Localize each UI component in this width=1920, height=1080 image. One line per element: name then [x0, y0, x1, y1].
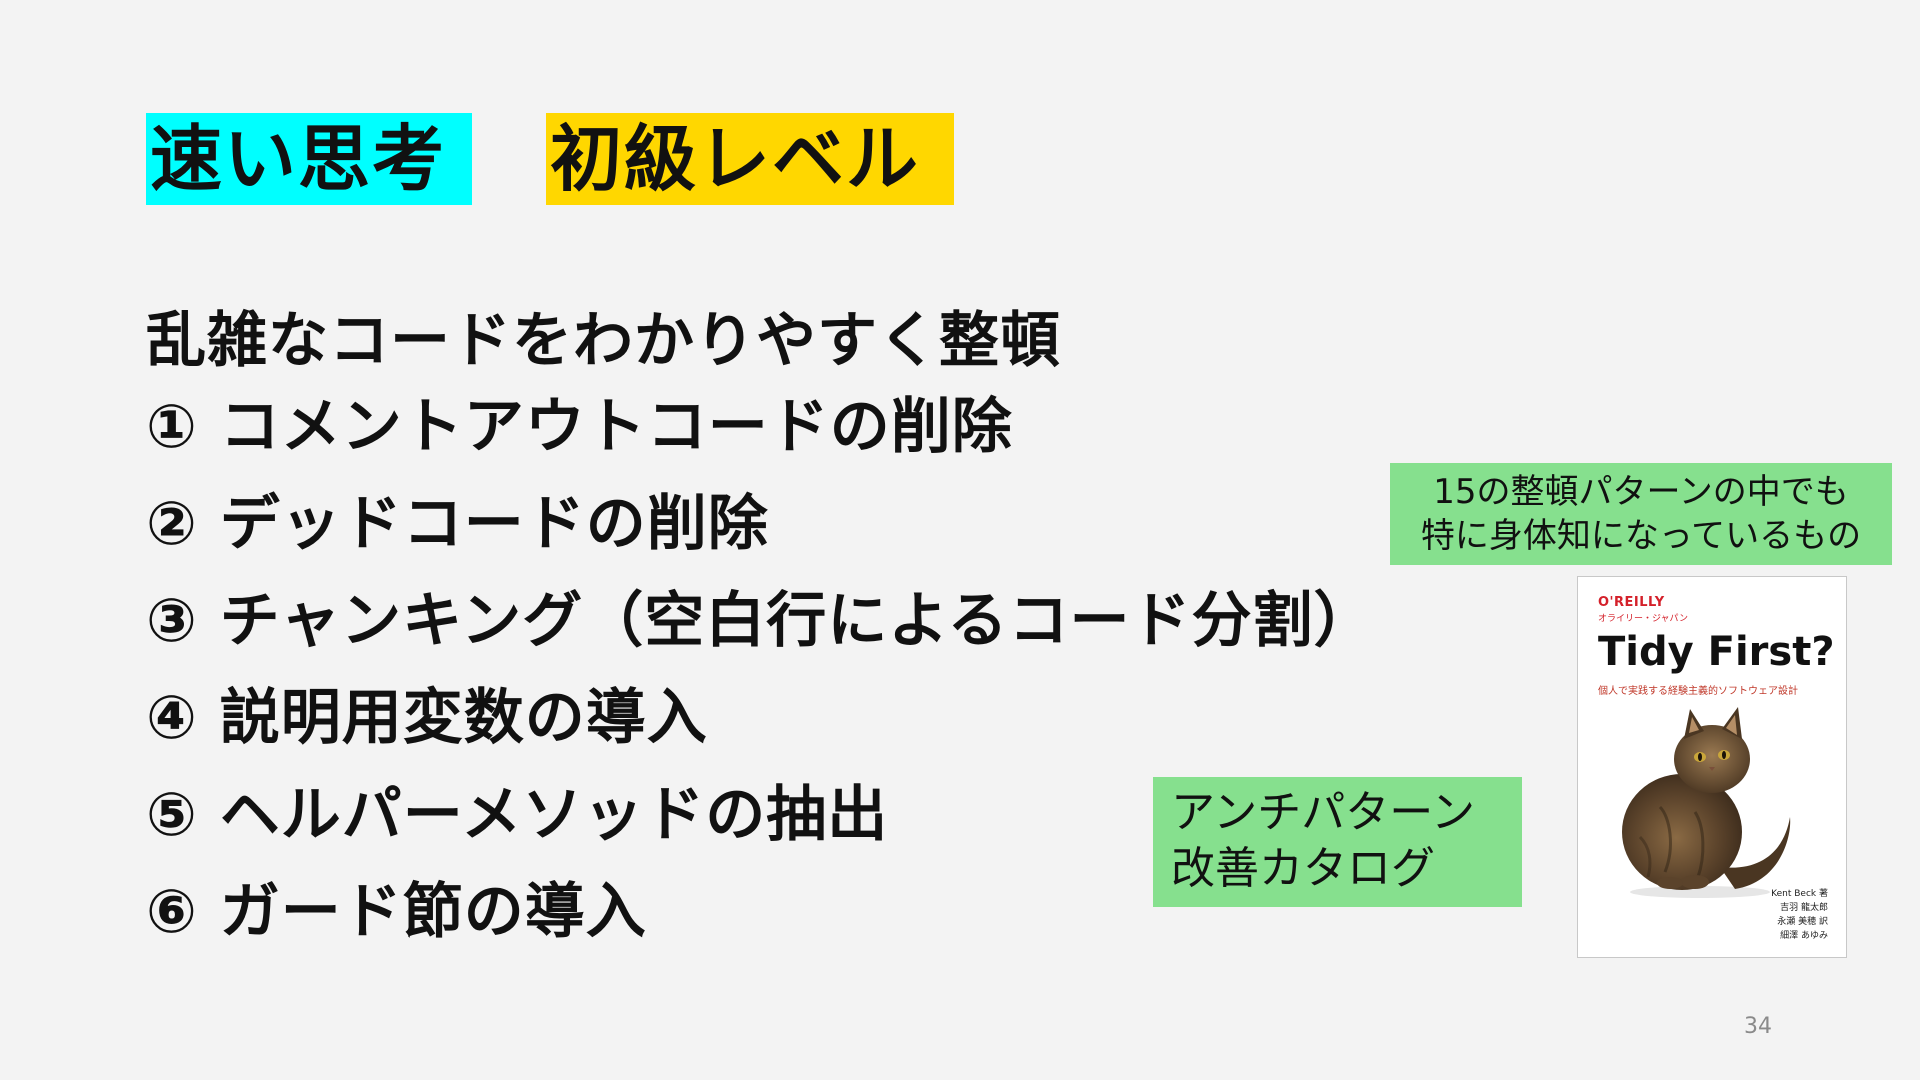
catalog-note: アンチパターン 改善カタログ: [1153, 777, 1522, 907]
list-item: ③ チャンキング（空白行によるコード分割）: [146, 586, 1375, 656]
book-author-line: 永瀬 美穂 訳: [1777, 917, 1828, 927]
book-author-line: Kent Beck 著: [1771, 889, 1828, 899]
book-author-line: 吉羽 龍太郎: [1780, 903, 1828, 913]
fast-thinking-tag: 速い思考: [146, 113, 472, 205]
book-cover: O'REILLY オライリー・ジャパン Tidy First? 個人で実践する経…: [1577, 576, 1847, 958]
book-authors: Kent Beck 著 吉羽 龍太郎 永瀬 美穂 訳 細澤 あゆみ: [1771, 887, 1828, 943]
book-title: Tidy First?: [1598, 629, 1835, 675]
patterns-note-line: 15の整頓パターンの中でも: [1433, 472, 1849, 512]
list-item: ④ 説明用変数の導入: [146, 683, 708, 753]
book-publisher: O'REILLY: [1598, 595, 1665, 610]
page-number: 34: [1744, 1014, 1772, 1039]
slide-subtitle: 乱雑なコードをわかりやすく整頓: [146, 306, 1061, 376]
patterns-note-line: 特に身体知になっているもの: [1420, 516, 1862, 556]
catalog-note-line: 改善カタログ: [1171, 843, 1435, 894]
list-item: ② デッドコードの削除: [146, 489, 769, 559]
cat-illustration: [1622, 707, 1791, 898]
list-item: ⑥ ガード節の導入: [146, 877, 647, 947]
tidying-list: ① コメントアウトコードの削除 ② デッドコードの削除 ③ チャンキング（空白行…: [146, 392, 1375, 974]
patterns-note: 15の整頓パターンの中でも 特に身体知になっているもの: [1390, 463, 1892, 565]
list-item: ① コメントアウトコードの削除: [146, 392, 1013, 462]
book-publisher-ja: オライリー・ジャパン: [1598, 614, 1689, 624]
catalog-note-line: アンチパターン: [1171, 787, 1476, 838]
list-item: ⑤ ヘルパーメソッドの抽出: [146, 780, 889, 850]
book-author-line: 細澤 あゆみ: [1780, 931, 1828, 941]
book-subtitle: 個人で実践する経験主義的ソフトウェア設計: [1598, 686, 1798, 697]
beginner-level-tag: 初級レベル: [546, 113, 954, 205]
